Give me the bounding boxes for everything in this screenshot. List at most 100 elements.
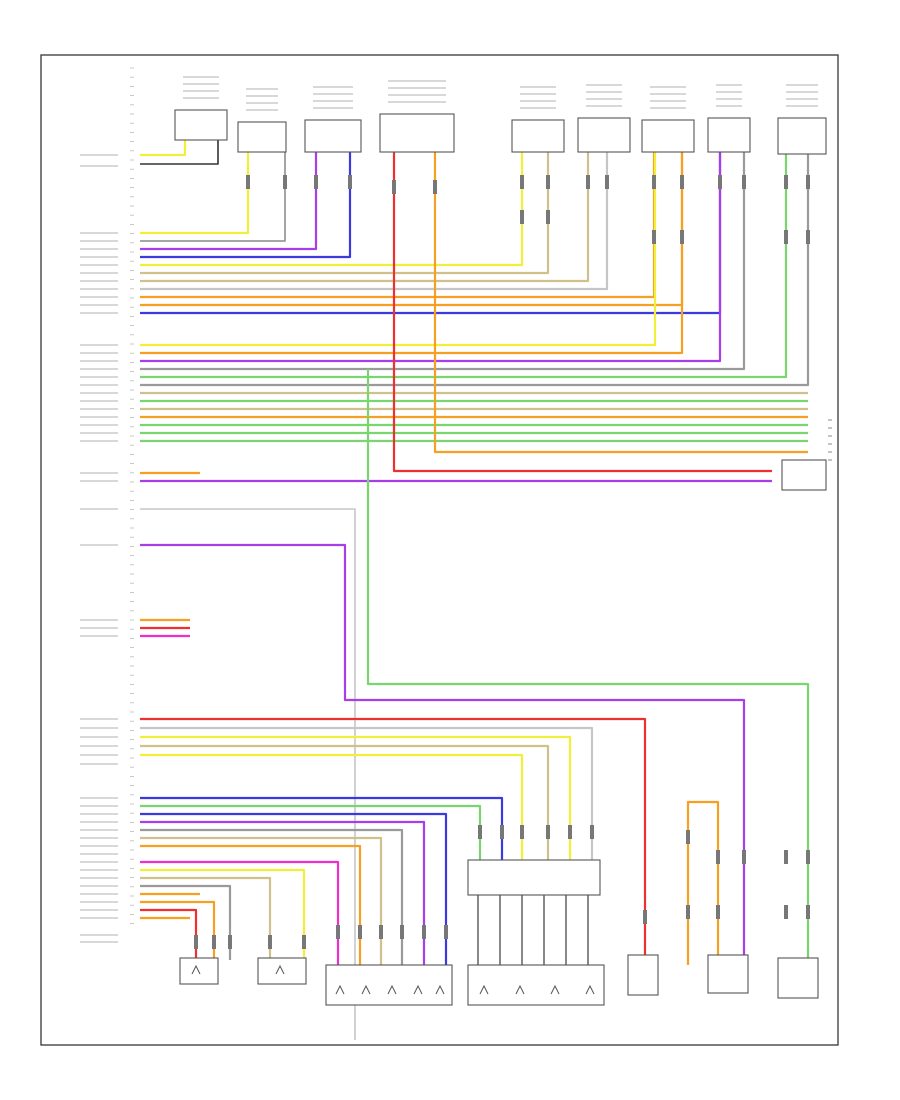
wire-connector	[784, 175, 788, 189]
wire-connector	[806, 175, 810, 189]
wire-connector	[568, 825, 572, 839]
component-symbol	[479, 984, 489, 995]
component-symbol	[387, 984, 397, 995]
wire-16	[140, 152, 722, 363]
wire-41	[140, 753, 524, 860]
wire-43	[140, 804, 482, 860]
wire-9	[140, 152, 590, 283]
wire-connector	[433, 180, 437, 194]
wire-5	[140, 152, 318, 251]
wire-19	[140, 152, 810, 387]
wire-connector	[546, 825, 550, 839]
top-module-6	[577, 117, 631, 153]
wire-46	[140, 828, 404, 965]
wire-connector	[228, 935, 232, 949]
wire-1	[140, 140, 187, 157]
wire-15	[140, 152, 684, 355]
wire-connector	[400, 925, 404, 939]
wire-connector	[520, 825, 524, 839]
wire-44	[140, 812, 448, 965]
wire-connector	[546, 210, 550, 224]
top-module-1	[174, 109, 228, 141]
wire-connector	[444, 925, 448, 939]
bottom-module-6	[707, 954, 749, 994]
wire-14	[140, 152, 657, 347]
wire-39	[140, 735, 572, 860]
wire-connector	[500, 825, 504, 839]
wire-17	[140, 152, 746, 371]
component-symbol	[435, 984, 445, 995]
wire-connector	[742, 850, 746, 864]
component-symbol	[191, 964, 201, 975]
wire-connector	[652, 175, 656, 189]
component-layer	[174, 109, 827, 1006]
wire-connector	[716, 850, 720, 864]
bottom-module-4	[467, 964, 605, 1006]
wire-connector	[718, 175, 722, 189]
wire-57	[686, 800, 720, 965]
wire-37	[140, 717, 647, 955]
wire-connector	[283, 175, 287, 189]
top-sensor-8	[707, 117, 751, 153]
wire-connector	[586, 175, 590, 189]
wire-connector	[520, 175, 524, 189]
wire-52	[140, 884, 232, 960]
wire-connector	[680, 175, 684, 189]
wire-45	[140, 820, 426, 965]
wire-connector	[348, 175, 352, 189]
wire-connector	[590, 825, 594, 839]
wire-7	[140, 152, 524, 267]
wire-50	[140, 868, 306, 960]
component-symbol	[275, 964, 285, 975]
component-symbol	[335, 984, 345, 995]
wire-connector	[212, 935, 216, 949]
wire-28	[433, 152, 808, 454]
wire-connector	[336, 925, 340, 939]
wire-connector	[194, 935, 198, 949]
wire-connector	[478, 825, 482, 839]
wire-connector	[605, 175, 609, 189]
wire-connector	[422, 925, 426, 939]
right-module	[781, 459, 827, 491]
wire-48	[140, 844, 362, 965]
wire-connector	[268, 935, 272, 949]
wire-38	[140, 726, 594, 860]
wire-40	[140, 744, 550, 860]
wire-connector	[806, 905, 810, 919]
wire-connector	[680, 230, 684, 244]
bottom-module-5	[627, 954, 659, 996]
wire-47	[140, 836, 383, 965]
wire-10	[140, 152, 609, 291]
bottom-module-7	[777, 957, 819, 999]
wire-connector	[392, 180, 396, 194]
wire-connector	[546, 175, 550, 189]
top-switch-4	[379, 113, 455, 153]
wire-18	[140, 152, 788, 379]
mark-layer	[80, 67, 832, 995]
splice-block	[467, 859, 601, 896]
wire-connector	[379, 925, 383, 939]
wire-connector	[716, 905, 720, 919]
wire-connector	[652, 230, 656, 244]
top-module-5	[511, 119, 565, 153]
wire-connector	[806, 850, 810, 864]
bottom-module-3	[325, 964, 453, 1006]
wire-layer	[140, 140, 810, 1040]
wire-connector	[246, 175, 250, 189]
wire-connector	[806, 230, 810, 244]
wire-connector	[784, 230, 788, 244]
component-symbol	[515, 984, 525, 995]
wire-11	[140, 152, 656, 299]
component-symbol	[550, 984, 560, 995]
wire-33	[366, 369, 810, 960]
top-module-3	[304, 119, 362, 153]
wire-connector	[686, 905, 690, 919]
top-module-2	[237, 121, 287, 153]
wire-4	[140, 152, 286, 242]
wire-connector	[784, 850, 788, 864]
wire-connector	[784, 905, 788, 919]
wire-connector	[643, 910, 647, 924]
wire-connector	[302, 935, 306, 949]
wire-connector	[742, 175, 746, 189]
